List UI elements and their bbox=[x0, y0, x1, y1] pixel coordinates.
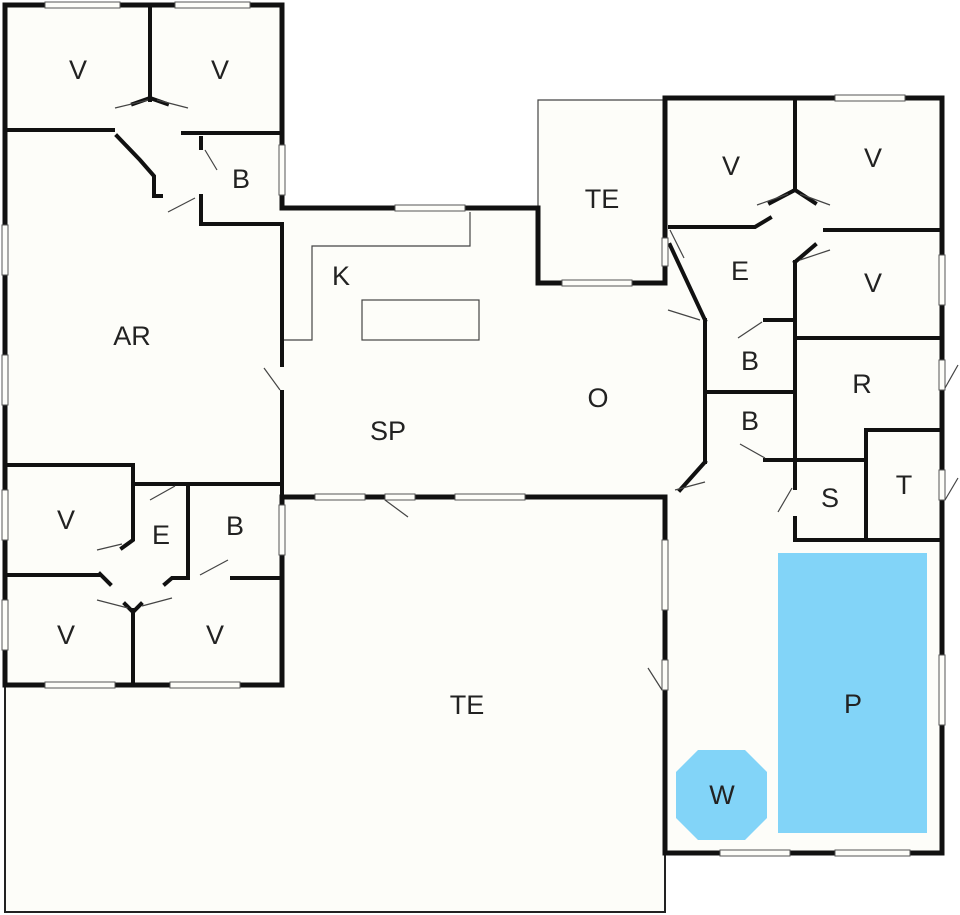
room-label-v: V bbox=[864, 268, 882, 298]
window bbox=[561, 279, 633, 287]
window bbox=[938, 254, 946, 306]
corridor-wall bbox=[122, 601, 144, 615]
door-swing bbox=[114, 99, 149, 109]
window bbox=[661, 237, 669, 267]
door-swing bbox=[96, 599, 129, 609]
window bbox=[1, 224, 9, 276]
room-label-e: E bbox=[731, 256, 749, 286]
window bbox=[834, 94, 906, 102]
door-swing bbox=[149, 485, 176, 501]
corridor-wall bbox=[792, 242, 818, 265]
window bbox=[661, 539, 669, 611]
pool bbox=[778, 553, 927, 833]
window bbox=[1, 489, 9, 541]
room-label-r: R bbox=[852, 369, 872, 399]
corridor-wall bbox=[97, 571, 113, 587]
window bbox=[394, 204, 466, 212]
door-swing bbox=[669, 229, 685, 259]
room-label-b: B bbox=[226, 511, 244, 541]
room-label-v: V bbox=[57, 505, 75, 535]
window bbox=[938, 359, 946, 391]
room-label-e: E bbox=[152, 520, 170, 550]
door-swing bbox=[167, 197, 196, 213]
room-label-v: V bbox=[864, 143, 882, 173]
room-label-t: T bbox=[896, 470, 913, 500]
door-swing bbox=[737, 321, 763, 339]
door-swing bbox=[799, 193, 831, 206]
room-label-v: V bbox=[206, 620, 224, 650]
window bbox=[384, 493, 416, 501]
window bbox=[278, 504, 286, 556]
door-swing bbox=[944, 364, 959, 389]
whirlpool bbox=[676, 750, 767, 840]
door-swing bbox=[156, 99, 189, 109]
room-label-b: B bbox=[741, 346, 759, 376]
door-swing bbox=[199, 559, 229, 576]
door-swing bbox=[204, 149, 218, 171]
interior-wall bbox=[668, 215, 773, 229]
door-swing bbox=[263, 367, 281, 391]
corridor-wall bbox=[767, 187, 818, 206]
room-label-w: W bbox=[709, 780, 735, 810]
room-label-p: P bbox=[844, 689, 862, 719]
door-swing bbox=[647, 667, 663, 691]
window bbox=[1, 599, 9, 651]
interior-wall bbox=[3, 463, 135, 551]
door-swing bbox=[739, 443, 766, 459]
room-label-te: TE bbox=[450, 690, 485, 720]
room-label-b: B bbox=[741, 406, 759, 436]
interior-wall bbox=[114, 133, 163, 198]
window bbox=[174, 1, 251, 9]
window bbox=[1, 354, 9, 406]
corridor-wall bbox=[162, 576, 190, 587]
kitchen-island bbox=[361, 299, 480, 341]
window bbox=[719, 849, 791, 857]
room-label-k: K bbox=[332, 261, 350, 291]
room-label-te: TE bbox=[585, 184, 620, 214]
left-wing-exterior-wall bbox=[2, 2, 285, 688]
window bbox=[938, 469, 946, 501]
window bbox=[44, 681, 116, 689]
door-swing bbox=[777, 487, 793, 513]
door-swing bbox=[756, 193, 789, 206]
room-label-v: V bbox=[57, 620, 75, 650]
door-swing bbox=[667, 309, 701, 321]
corridor-wall bbox=[677, 459, 708, 493]
room-label-o: O bbox=[587, 383, 608, 413]
window bbox=[661, 659, 669, 691]
top-terrace-outline bbox=[537, 99, 665, 208]
room-label-sp: SP bbox=[370, 416, 406, 446]
window bbox=[169, 681, 241, 689]
room-label-v: V bbox=[211, 55, 229, 85]
window bbox=[278, 144, 286, 196]
door-swing bbox=[674, 481, 706, 491]
door-swing bbox=[944, 477, 959, 501]
interior-wall bbox=[199, 194, 284, 226]
floor-top-terrace bbox=[538, 100, 665, 283]
floor-left-wing bbox=[5, 5, 282, 685]
room-label-ar: AR bbox=[113, 321, 151, 351]
interior-wall bbox=[793, 516, 944, 542]
window bbox=[314, 493, 366, 501]
door-swing bbox=[799, 249, 831, 261]
room-label-v: V bbox=[722, 151, 740, 181]
room-label-b: B bbox=[232, 164, 250, 194]
window bbox=[834, 849, 911, 857]
door-swing bbox=[141, 597, 173, 607]
window bbox=[44, 1, 121, 9]
room-label-s: S bbox=[821, 483, 839, 513]
door-swing bbox=[384, 499, 409, 518]
window bbox=[454, 493, 526, 501]
window bbox=[938, 654, 946, 726]
kitchen-counter bbox=[283, 212, 471, 341]
door-swing bbox=[96, 543, 123, 551]
room-label-v: V bbox=[69, 55, 87, 85]
corridor-wall bbox=[667, 242, 708, 323]
